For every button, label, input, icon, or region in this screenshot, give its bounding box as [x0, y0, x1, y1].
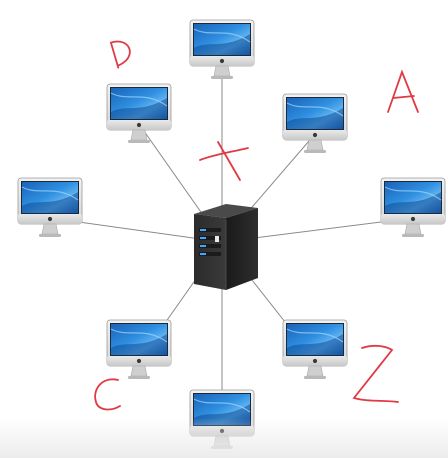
server-tower-icon — [194, 204, 258, 290]
imac-monitor-icon-bottom[interactable] — [189, 389, 255, 450]
imac-monitor-icon-top[interactable] — [189, 19, 255, 80]
imac-monitor-icon-right[interactable] — [380, 177, 446, 238]
imac-monitor-icon-top-right[interactable] — [282, 93, 348, 154]
imac-monitor-icon-bottom-right[interactable] — [282, 319, 348, 380]
imac-monitor-icon-left[interactable] — [17, 177, 83, 238]
imac-monitor-icon-bottom-left[interactable] — [106, 319, 172, 380]
imac-monitor-icon-top-left[interactable] — [106, 83, 172, 144]
